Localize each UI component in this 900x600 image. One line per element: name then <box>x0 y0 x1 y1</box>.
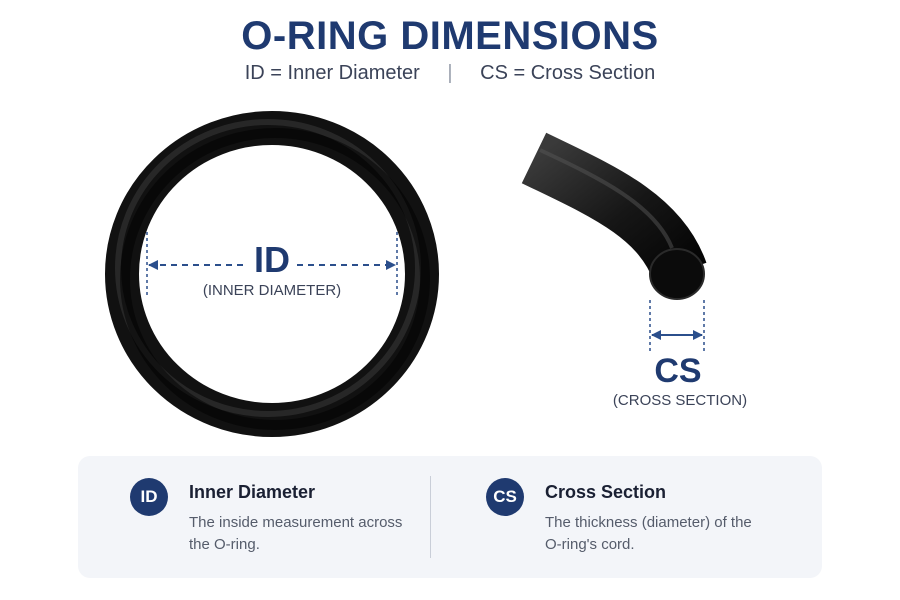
id-label: ID <box>254 239 290 280</box>
legend-panel: ID Inner Diameter The inside measurement… <box>78 456 822 578</box>
cs-badge-icon: CS <box>486 478 524 516</box>
id-badge-icon: ID <box>130 478 168 516</box>
o-ring-illustration <box>105 111 439 437</box>
subtitle-cs-definition: CS = Cross Section <box>480 62 656 84</box>
cs-sublabel: (CROSS SECTION) <box>613 392 747 409</box>
legend-divider <box>430 476 431 558</box>
id-dimension-line <box>146 232 398 296</box>
cs-label: CS <box>654 352 701 390</box>
legend-item-description: The inside measurement across the O-ring… <box>189 514 403 553</box>
cross-section-illustration <box>521 132 707 300</box>
legend-item-description: The thickness (diameter) of the O-ring's… <box>545 514 752 553</box>
legend-item-title: Cross Section <box>545 482 667 502</box>
cs-dimension-line <box>649 300 705 352</box>
subtitle-id-definition: ID = Inner Diameter <box>244 62 420 84</box>
id-sublabel: (INNER DIAMETER) <box>203 282 341 299</box>
subtitle: ID = Inner Diameter | CS = Cross Section <box>0 62 900 85</box>
legend-item-title: Inner Diameter <box>189 482 316 502</box>
subtitle-separator: | <box>447 62 453 84</box>
page-title: O-RING DIMENSIONS <box>241 14 659 58</box>
